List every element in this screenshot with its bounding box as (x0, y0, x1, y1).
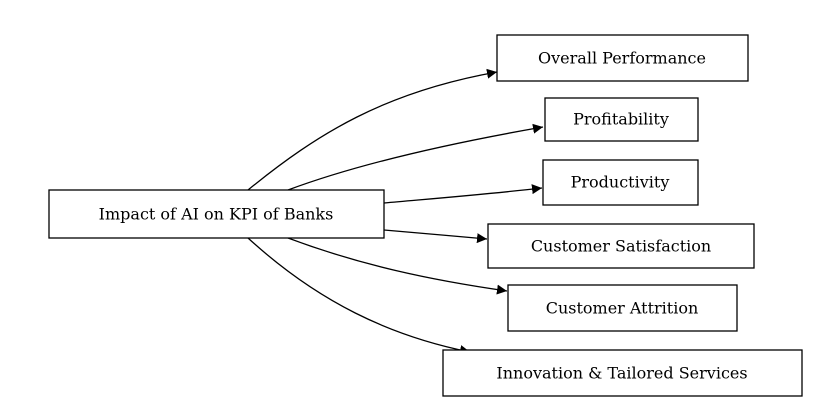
target-node-customer-attrition: Customer Attrition (507, 284, 738, 332)
target-label: Customer Satisfaction (531, 237, 711, 256)
target-node-productivity: Productivity (542, 159, 699, 206)
edge-to-productivity (383, 184, 543, 204)
target-node-profitability: Profitability (544, 97, 699, 142)
edge-to-overall-performance (247, 68, 498, 191)
edge-to-customer-attrition (287, 237, 508, 295)
target-label: Productivity (571, 173, 670, 192)
source-node: Impact of AI on KPI of Banks (48, 189, 385, 239)
target-label: Customer Attrition (546, 299, 699, 318)
edge-to-innovation-services (247, 237, 471, 355)
edges (247, 68, 544, 355)
source-node-label: Impact of AI on KPI of Banks (99, 205, 334, 224)
target-node-overall-performance: Overall Performance (496, 34, 749, 82)
target-label: Profitability (573, 110, 669, 129)
edge-to-customer-satisfaction (383, 229, 488, 244)
target-node-innovation-services: Innovation & Tailored Services (442, 349, 803, 397)
target-label: Innovation & Tailored Services (496, 364, 747, 383)
target-label: Overall Performance (538, 49, 706, 68)
edge-to-profitability (287, 123, 544, 191)
target-node-customer-satisfaction: Customer Satisfaction (487, 223, 755, 269)
